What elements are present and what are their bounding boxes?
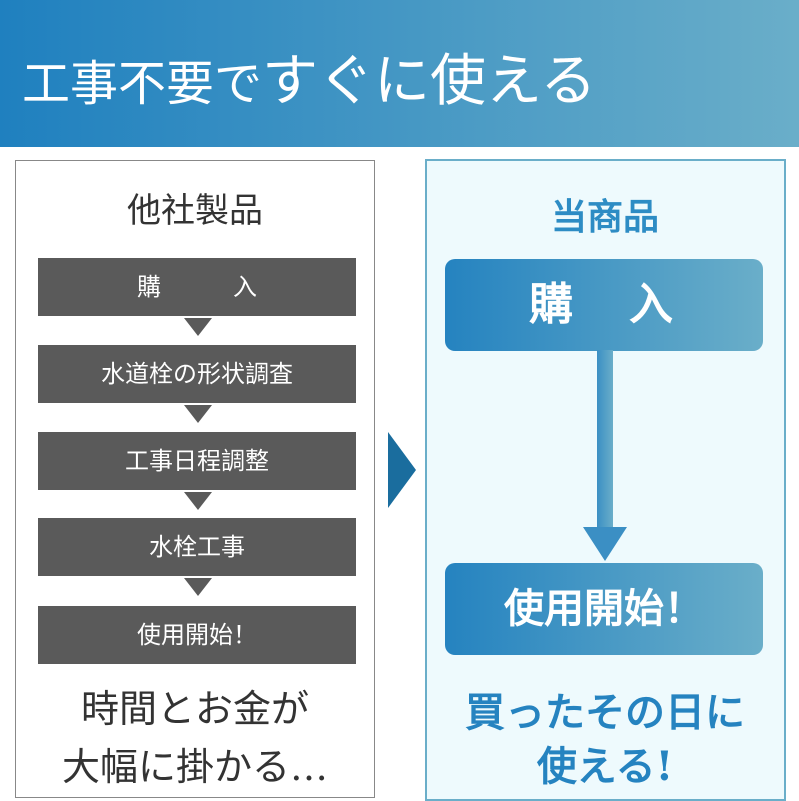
other-products-title: 他社製品 (127, 191, 263, 231)
step-scheduling: 工事日程調整 (38, 432, 356, 490)
arrow-shaft (597, 350, 613, 530)
headline: 工事不要ですぐに使える (22, 36, 596, 117)
other-footer-line1: 時間とお金が (80, 687, 309, 731)
our-footer-line1: 買ったその日に (465, 689, 745, 736)
down-arrow-icon (583, 527, 627, 561)
our-step-purchase: 購 入 (445, 259, 763, 351)
step-start-use: 使用開始！ (38, 606, 356, 664)
step-survey: 水道栓の形状調査 (38, 345, 356, 403)
step-construction: 水栓工事 (38, 518, 356, 576)
right-arrow-icon (388, 432, 416, 508)
step-purchase: 購 入 (38, 258, 356, 316)
down-arrow-icon (184, 405, 212, 423)
our-footer-line2: 使える! (536, 743, 674, 790)
our-step-start-use: 使用開始！ (445, 563, 763, 655)
down-arrow-icon (184, 492, 212, 510)
headline-part-2: すぐに使える (262, 49, 597, 114)
header-banner: 工事不要ですぐに使える (0, 0, 799, 147)
headline-part-1: 工事不要で (22, 56, 263, 112)
our-product-title: 当商品 (550, 197, 659, 238)
other-footer-line2: 大幅に掛かる… (61, 745, 328, 789)
down-arrow-icon (184, 578, 212, 596)
down-arrow-icon (184, 318, 212, 336)
